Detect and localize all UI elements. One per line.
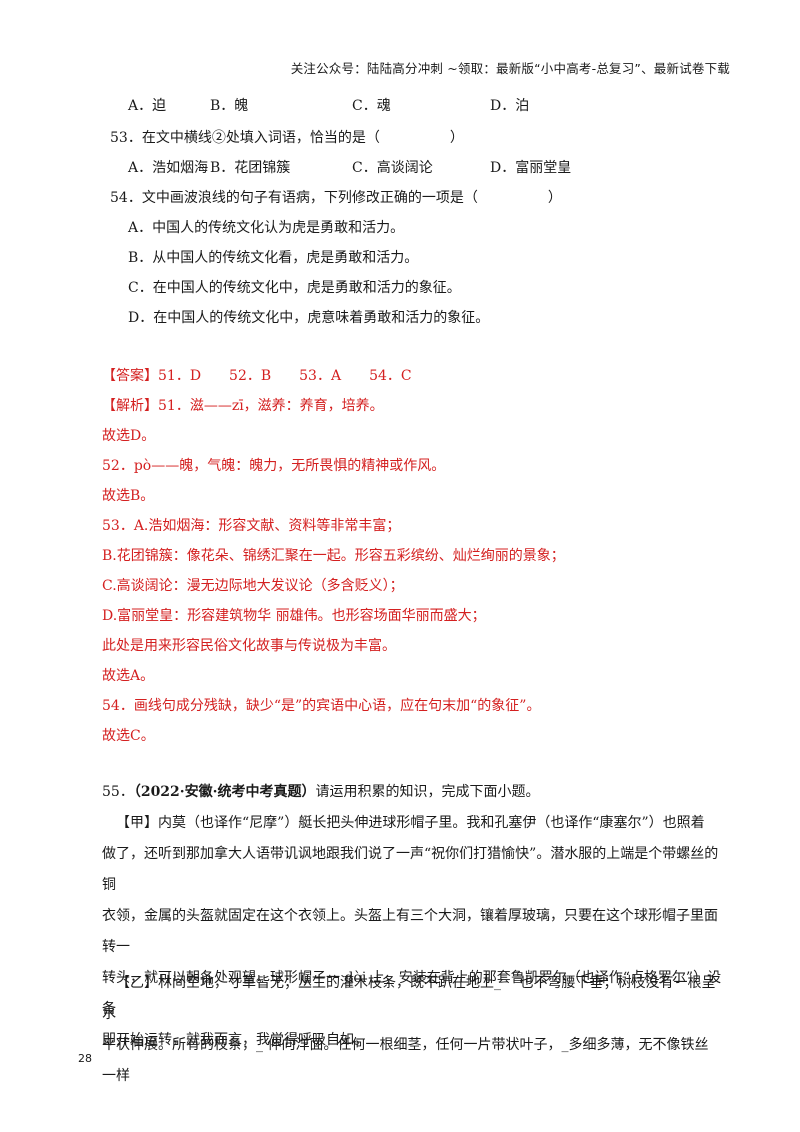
- passage-jia-line: 做了，还听到那加拿大人语带讥讽地跟我们说了一声“祝你们打猎愉快”。潜水服的上端是…: [102, 846, 719, 893]
- q53-stem: 53．在文中横线②处填入词语，恰当的是（ ）: [110, 130, 464, 146]
- analysis-line: 【解析】51．滋——zī，滋养：养育，培养。: [102, 398, 384, 414]
- q55-source: （2022·安徽·统考中考真题）: [133, 784, 316, 800]
- analysis-line: 54．画线句成分残缺，缺少“是”的宾语中心语，应在句末加“的象征”。: [102, 698, 541, 714]
- q53-option-a: A．浩如烟海: [128, 160, 209, 176]
- passage-yi-line: 【乙】林间空地，寸草皆无；丛生的灌木枝条，既不趴在地上_ 也不弯腰下垂；树枝没有…: [102, 975, 716, 1022]
- q54-option-b: B．从中国人的传统文化看，虎是勇敢和活力。: [128, 250, 419, 266]
- analysis-line: 故选D。: [102, 428, 156, 444]
- q55-number: 55．: [102, 784, 134, 800]
- analysis-line: 故选B。: [102, 488, 155, 504]
- passage-jia-line: 转头，就可以朝各处观望。球形帽子一 dòi 上，安装在背上的那套鲁凯罗尔（也译作…: [102, 970, 722, 1017]
- q52-option-a: A．迫: [128, 98, 167, 114]
- q53-option-b: B．花团锦簇: [210, 160, 291, 176]
- passage-jia-line: 【甲】内莫（也译作“尼摩”）艇长把头伸进球形帽子里。我和孔塞伊（也译作“康塞尔”…: [116, 815, 705, 831]
- passage-jia-line: 即开始运转，就我而言，我觉得呼吸自如。: [102, 1032, 368, 1048]
- page-number: 28: [78, 1052, 92, 1065]
- answer-line: 【答案】51．D 52．B 53．A 54．C: [102, 368, 412, 384]
- q54-option-d: D．在中国人的传统文化中，虎意味着勇敢和活力的象征。: [128, 310, 490, 326]
- q52-option-c: C．魂: [352, 98, 391, 114]
- analysis-line: B.花团锦簇：像花朵、锦绣汇聚在一起。形容五彩缤纷、灿烂绚丽的景象；: [102, 548, 565, 564]
- analysis-line: 53．A.浩如烟海：形容文献、资料等非常丰富；: [102, 518, 401, 534]
- q53-options: A．浩如烟海 B．花团锦簇 C．高谈阔论 D．富丽堂皇: [110, 158, 730, 178]
- analysis-line: 故选A。: [102, 668, 155, 684]
- q53-option-c: C．高谈阔论: [352, 160, 433, 176]
- q52-options: A．迫 B．魄 C．魂 D．泊: [110, 96, 730, 116]
- q53-option-d: D．富丽堂皇: [490, 160, 572, 176]
- q54-stem: 54．文中画波浪线的句子有语病，下列修改正确的一项是（ ）: [110, 190, 562, 206]
- passage-jia: 【甲】内莫（也译作“尼摩”）艇长把头伸进球形帽子里。我和孔塞伊（也译作“康塞尔”…: [102, 808, 722, 1056]
- q54-option-c: C．在中国人的传统文化中，虎是勇敢和活力的象征。: [128, 280, 461, 296]
- q55-prompt: 请运用积累的知识，完成下面小题。: [315, 784, 540, 800]
- q54-option-a: A．中国人的传统文化认为虎是勇敢和活力。: [128, 220, 405, 236]
- analysis-line: 故选C。: [102, 728, 155, 744]
- page-header: 关注公众号：陆陆高分冲刺 ~领取：最新版“小中高考-总复习”、最新试卷下载: [290, 61, 730, 76]
- passage-jia-line: 衣领，金属的头盔就固定在这个衣领上。头盔上有三个大洞，镶着厚玻璃，只要在这个球形…: [102, 908, 718, 955]
- q52-option-d: D．泊: [490, 98, 530, 114]
- analysis-line: C.高谈阔论：漫无边际地大发议论（多含贬义）；: [102, 578, 404, 594]
- analysis-line: D.富丽堂皇：形容建筑物华 丽雄伟。也形容场面华丽而盛大；: [102, 608, 486, 624]
- q55-header: 55．（2022·安徽·统考中考真题）请运用积累的知识，完成下面小题。: [102, 782, 540, 802]
- q52-option-b: B．魄: [210, 98, 249, 114]
- analysis-line: 52．pò——魄，气魄：魄力，无所畏惧的精神或作风。: [102, 458, 446, 474]
- passage-yi: 【乙】林间空地，寸草皆无；丛生的灌木枝条，既不趴在地上_ 也不弯腰下垂；树枝没有…: [102, 968, 722, 1092]
- passage-yi-line: 平状伸展。所有的枝条，_ 伸向洋面。任何一根细茎，任何一片带状叶子，_多细多薄，…: [102, 1037, 709, 1084]
- analysis-line: 此处是用来形容民俗文化故事与传说极为丰富。: [102, 638, 396, 654]
